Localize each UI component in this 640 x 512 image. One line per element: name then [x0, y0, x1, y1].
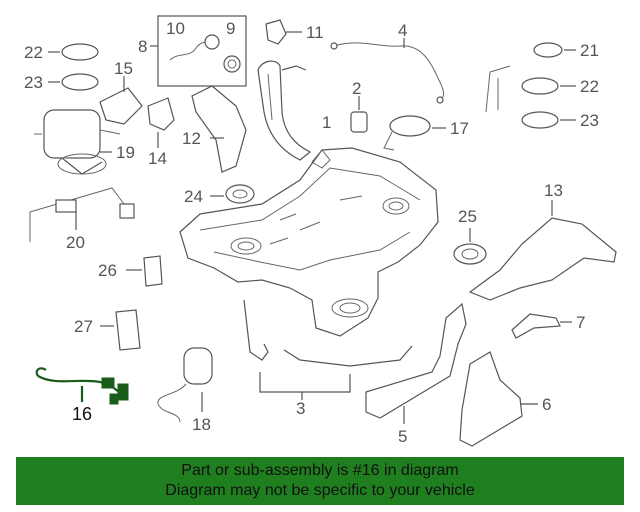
part-24-cover: [210, 184, 255, 204]
part-22-seal-ring-left: [48, 43, 99, 61]
part-12-heat-shield: [191, 85, 247, 173]
callout-18: 18: [192, 415, 211, 434]
callout-7: 7: [576, 313, 585, 332]
callout-25: 25: [458, 207, 477, 226]
part-21-pump-module: [485, 42, 576, 113]
part-22-seal-ring-right: [521, 77, 576, 95]
callout-27: 27: [74, 317, 93, 336]
part-13-heat-shield: [468, 200, 617, 301]
part-18-fuel-filter: [157, 347, 213, 423]
part-11-cap: [265, 19, 302, 45]
callout-10: 10: [166, 19, 185, 38]
part-20-harness: [29, 187, 135, 242]
part-7-bracket: [511, 313, 572, 339]
part-16-wiring-harness-highlighted: [35, 367, 129, 405]
part-27-module: [100, 309, 141, 351]
callout-3: 3: [296, 399, 305, 418]
part-15-bracket: [99, 76, 143, 125]
callout-6: 6: [542, 395, 551, 414]
part-4-cable: [330, 38, 445, 104]
part-17-sender-unit: [383, 115, 446, 151]
callout-11: 11: [306, 23, 324, 42]
callout-2: 2: [352, 79, 361, 98]
part-6-bracket: [459, 351, 538, 447]
callout-13: 13: [544, 181, 563, 200]
callout-14: 14: [148, 149, 167, 168]
part-26-bracket: [126, 255, 163, 287]
fuel-system-diagram: 1 2 3 4 5 6 7 8 9 10 11 12 13 14 15 16 1…: [24, 15, 617, 447]
part-3-tank-straps: [243, 299, 413, 400]
part-14-bracket: [147, 97, 175, 148]
part-23-lock-ring-left: [48, 73, 99, 91]
part-1-fuel-tank: [179, 147, 439, 337]
callout-numbers: 1 2 3 4 5 6 7 8 9 10 11 12 13 14 15 16 1…: [24, 19, 599, 446]
banner-line-part-number: Part or sub-assembly is #16 in diagram: [181, 462, 459, 479]
callout-22-right: 22: [580, 77, 599, 96]
callout-24: 24: [184, 187, 203, 206]
callout-17: 17: [450, 119, 469, 138]
part-5-bracket: [365, 302, 467, 424]
callout-15: 15: [114, 59, 133, 78]
part-19-fuel-pump: [34, 109, 121, 175]
callout-5: 5: [398, 427, 407, 446]
callout-22-left: 22: [24, 43, 43, 62]
callout-16-highlighted: 16: [72, 404, 92, 424]
callout-4: 4: [398, 21, 407, 40]
callout-8: 8: [138, 37, 147, 56]
callout-21: 21: [580, 41, 599, 60]
callout-1: 1: [322, 113, 331, 132]
callout-23-right: 23: [580, 111, 599, 130]
part-8-subassembly-box: [150, 15, 247, 87]
part-2-grommet: [350, 96, 368, 133]
callout-23-left: 23: [24, 73, 43, 92]
callout-12: 12: [182, 129, 201, 148]
part-25-cover: [453, 228, 487, 265]
callout-20: 20: [66, 233, 85, 252]
filler-neck: [257, 60, 312, 161]
callout-9: 9: [226, 19, 235, 38]
part-23-lock-ring-right: [521, 111, 576, 129]
banner-line-disclaimer: Diagram may not be specific to your vehi…: [165, 482, 475, 499]
callout-26: 26: [98, 261, 117, 280]
callout-19: 19: [116, 143, 135, 162]
part-info-banner: Part or sub-assembly is #16 in diagram D…: [16, 457, 624, 505]
